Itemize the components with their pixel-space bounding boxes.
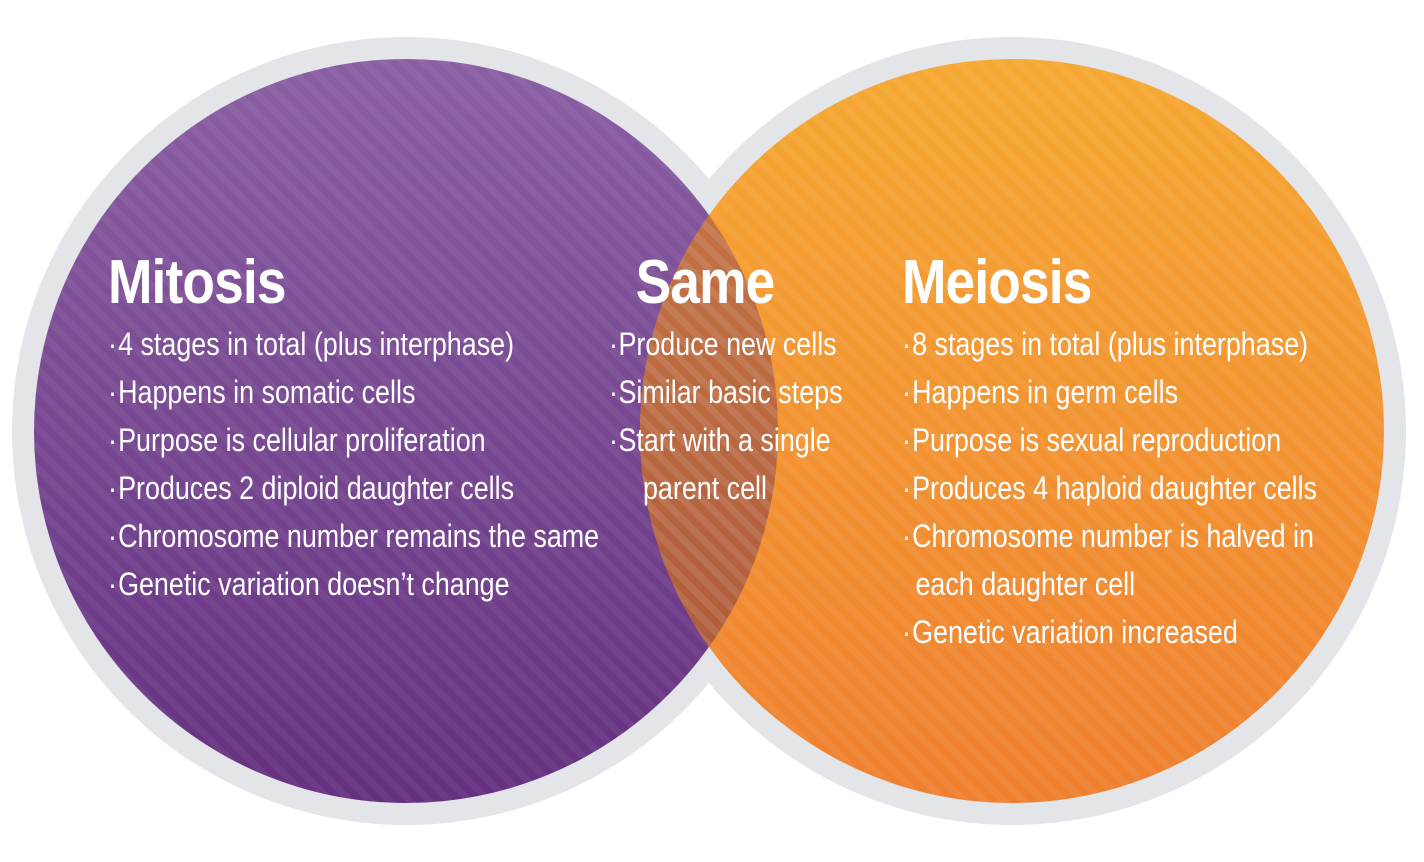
meiosis-item: ·Purpose is sexual reproduction xyxy=(902,422,1282,458)
same-item: ·Start with a single xyxy=(608,422,831,458)
same-item: ·Produce new cells xyxy=(608,326,837,362)
mitosis-block: Mitosis ·4 stages in total (plus interph… xyxy=(108,252,693,608)
mitosis-item: ·Purpose is cellular proliferation xyxy=(108,422,486,458)
meiosis-list: ·8 stages in total (plus interphase) ·Ha… xyxy=(902,320,1396,656)
meiosis-item: each daughter cell xyxy=(915,566,1136,602)
same-title: Same xyxy=(635,248,776,317)
meiosis-item: ·Happens in germ cells xyxy=(902,374,1179,410)
meiosis-block: Meiosis ·8 stages in total (plus interph… xyxy=(902,252,1396,656)
same-item: ·Similar basic steps xyxy=(608,374,843,410)
same-list: ·Produce new cells ·Similar basic steps … xyxy=(590,320,843,512)
mitosis-item: ·Happens in somatic cells xyxy=(108,374,416,410)
meiosis-stripes xyxy=(640,59,1384,803)
meiosis-title: Meiosis xyxy=(902,248,1092,317)
mitosis-item: ·Produces 2 diploid daughter cells xyxy=(108,470,515,506)
meiosis-item: ·Chromosome number is halved in xyxy=(902,518,1314,554)
mitosis-title: Mitosis xyxy=(108,248,287,317)
same-block: Same ·Produce new cells ·Similar basic s… xyxy=(590,248,843,512)
same-item: parent cell xyxy=(642,470,768,506)
mitosis-stripes xyxy=(34,59,778,803)
mitosis-item: ·Chromosome number remains the same xyxy=(108,518,600,554)
mitosis-item: ·4 stages in total (plus interphase) xyxy=(108,326,515,362)
mitosis-item: ·Genetic variation doesn’t change xyxy=(108,566,510,602)
meiosis-item: ·Genetic variation increased xyxy=(902,614,1238,650)
mitosis-list: ·4 stages in total (plus interphase) ·Ha… xyxy=(108,320,693,608)
meiosis-item: ·Produces 4 haploid daughter cells xyxy=(902,470,1318,506)
meiosis-item: ·8 stages in total (plus interphase) xyxy=(902,326,1309,362)
